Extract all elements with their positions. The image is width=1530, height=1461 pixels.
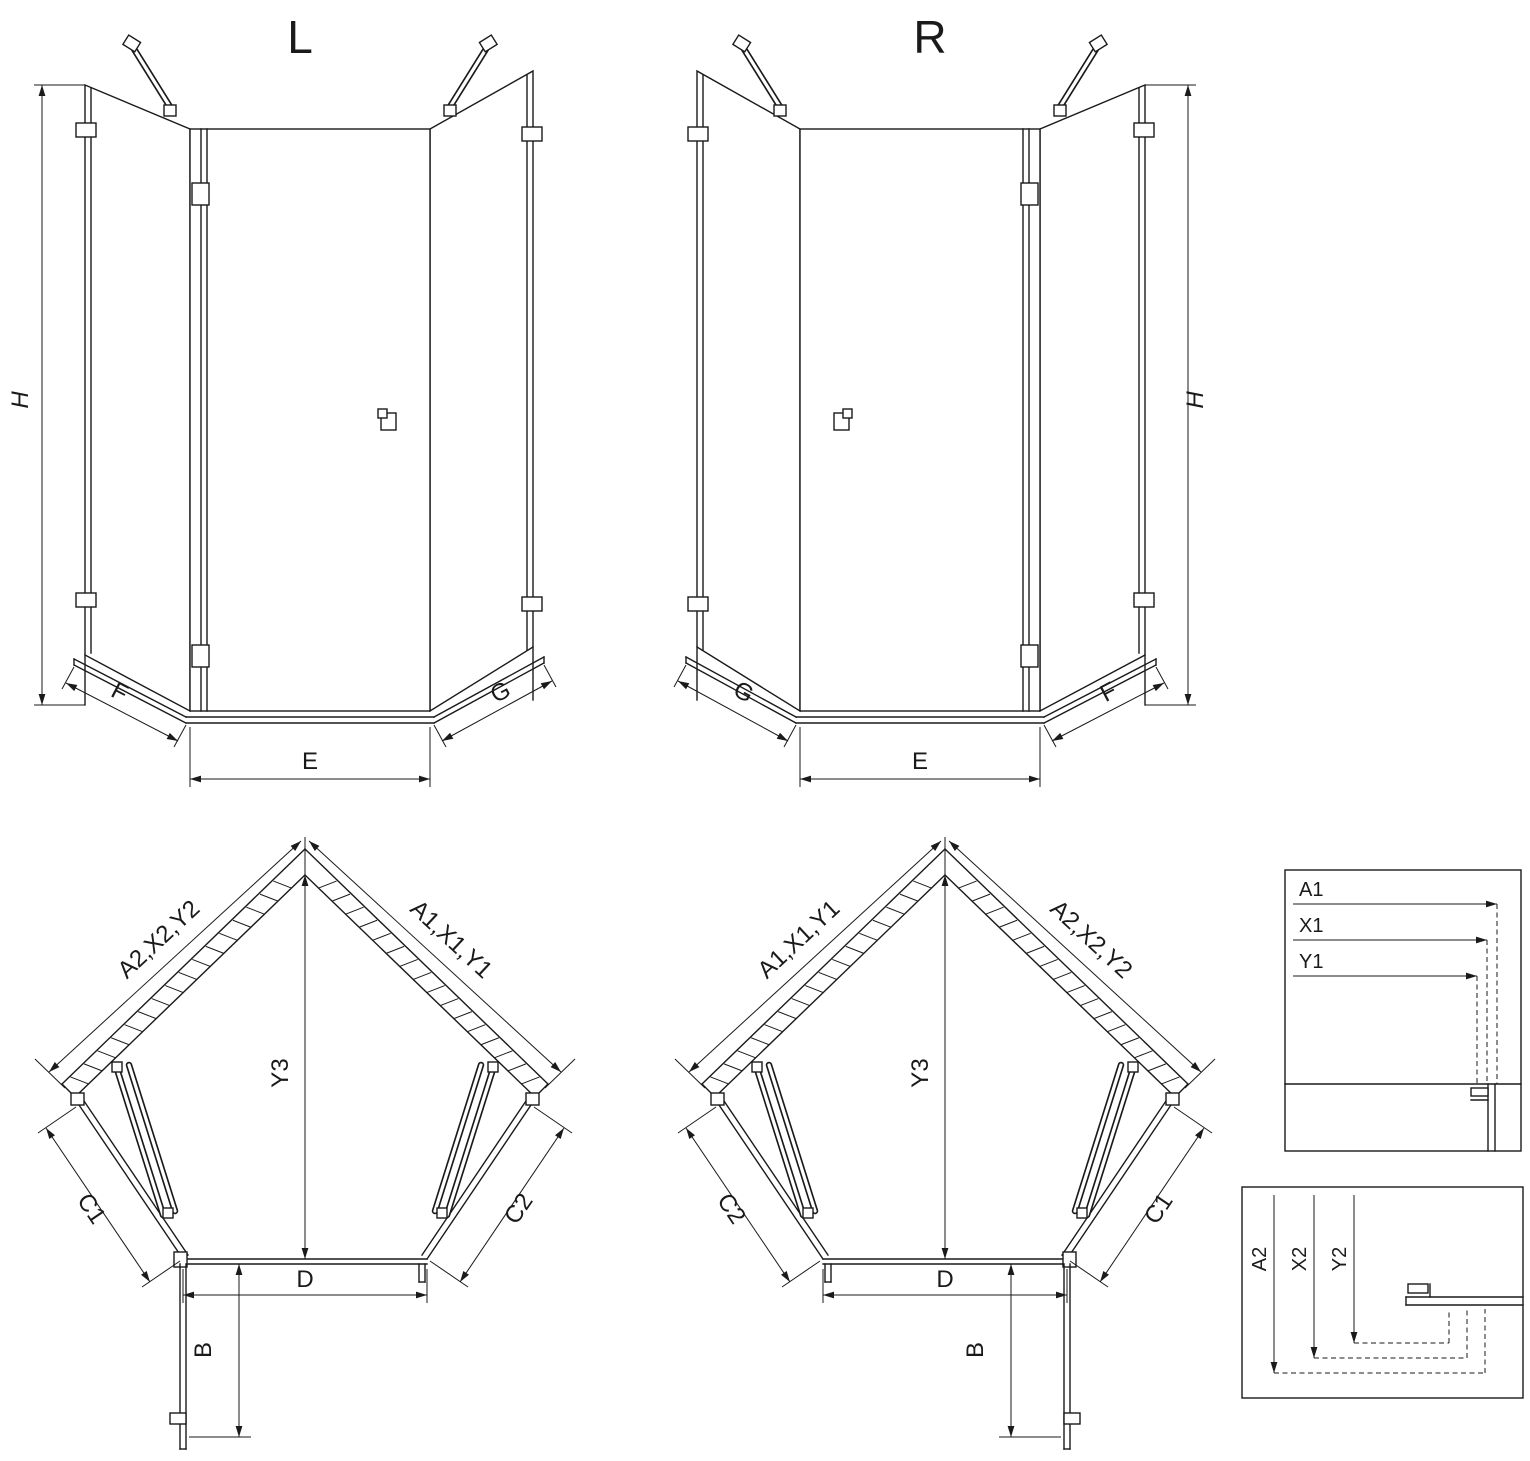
return-panel — [169, 1263, 187, 1450]
center-base-label: E — [912, 748, 928, 775]
right-side-label: C1 — [1139, 1189, 1179, 1230]
detail-bottom-drawing — [1241, 1186, 1524, 1399]
left-side-label: C2 — [711, 1189, 751, 1230]
detail-label-a2: A2 — [1249, 1247, 1271, 1271]
center-base-label: E — [302, 748, 318, 775]
detail-vertical-dims: A2 X2 Y2 — [1241, 1186, 1524, 1399]
depth-label: Y3 — [267, 1058, 294, 1087]
right-base-label: F — [1096, 677, 1121, 708]
view-title: L — [287, 11, 313, 63]
left-base-dimension — [61, 666, 187, 748]
view-title: R — [913, 11, 946, 63]
left-wall-hatched — [61, 848, 306, 1098]
left-side-panel — [70, 1092, 189, 1260]
return-depth-label: B — [190, 1342, 217, 1358]
front-width-dimension — [189, 727, 431, 787]
return-depth-dimension — [189, 1264, 251, 1438]
left-swing-arm — [111, 1061, 179, 1219]
left-side-dimension — [37, 1106, 181, 1288]
right-support-strut — [443, 34, 499, 117]
elevation-left-view: L H F E G — [7, 11, 557, 787]
return-depth-label: B — [962, 1342, 989, 1358]
shower-plan-drawing — [34, 837, 576, 1450]
left-wall-dimension — [34, 840, 302, 1089]
left-side-label: C1 — [71, 1189, 111, 1230]
detail-top-drawing — [1284, 869, 1522, 1152]
height-label: H — [7, 391, 34, 409]
detail-label-x1: X1 — [1299, 915, 1323, 937]
detail-label-x2: X2 — [1289, 1247, 1311, 1271]
plan-right-view: A1,X1,Y1 A2,X2,Y2 Y3 C2 C1 D B — [645, 835, 1265, 1461]
right-side-dimension — [429, 1106, 573, 1288]
height-dimension — [34, 84, 85, 706]
right-swing-arm — [431, 1061, 499, 1219]
elevation-right-view: R H G E F — [660, 11, 1209, 805]
depth-dimension — [301, 837, 309, 1259]
detail-horizontal-dims: A1 X1 Y1 — [1284, 869, 1522, 1152]
door-width-label: D — [936, 1266, 953, 1293]
door-handle — [377, 408, 397, 431]
door-hinges — [191, 182, 210, 668]
door-width-dimension — [182, 1269, 428, 1303]
shower-elevation-drawing — [34, 34, 557, 787]
right-wall-hatched — [304, 848, 549, 1098]
detail-label-a1: A1 — [1299, 879, 1323, 901]
right-wall-dimension — [308, 840, 576, 1089]
right-base-dimension — [433, 664, 557, 748]
right-side-label: C2 — [499, 1189, 539, 1230]
plan-left-view: A2,X2,Y2 A1,X1,Y1 Y3 C1 C2 D B — [34, 837, 576, 1450]
right-side-panel — [421, 1092, 540, 1260]
shower-tray — [73, 656, 545, 724]
left-base-label: F — [107, 677, 132, 708]
detail-label-y2: Y2 — [1329, 1247, 1351, 1271]
door-width-label: D — [296, 1266, 313, 1293]
right-glass-panel — [429, 69, 534, 713]
detail-label-y1: Y1 — [1299, 951, 1323, 973]
depth-label: Y3 — [907, 1058, 934, 1087]
left-glass-panel — [84, 83, 191, 713]
height-label: H — [1182, 391, 1209, 409]
wall-clamps — [75, 122, 543, 612]
left-support-strut — [121, 34, 177, 117]
